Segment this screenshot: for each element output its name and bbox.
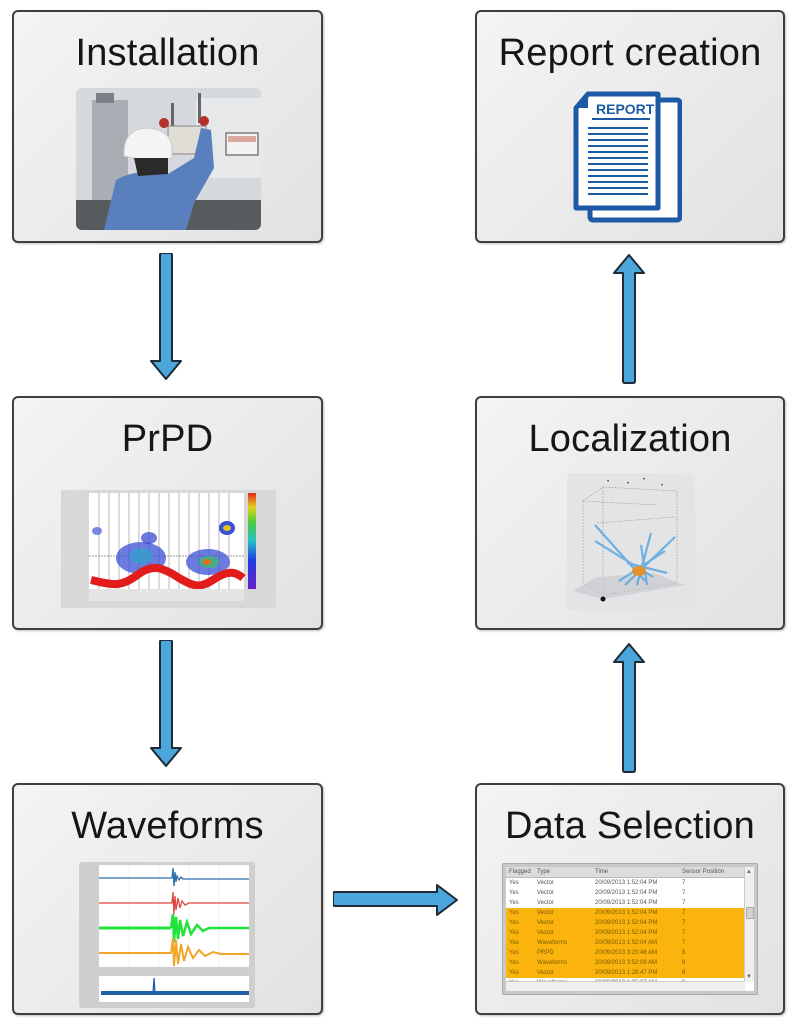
- step-report-creation: Report creation REPORT: [475, 10, 785, 243]
- table-row[interactable]: Yes Vector 20/09/2013 1:52:04 PM 7: [506, 878, 754, 888]
- table-header: Flagged Type Time Sensor Position: [506, 867, 754, 878]
- table-cell-type: Vector: [537, 920, 555, 926]
- table-cell-sensor: 7: [682, 910, 686, 916]
- table-cell-time: 20/09/2013 3:20:48 AM: [595, 950, 658, 956]
- step-localization: Localization • • • •: [475, 396, 785, 630]
- svg-text:•: •: [643, 477, 645, 483]
- horizontal-scrollbar[interactable]: [506, 981, 745, 991]
- table-cell-flagged: Yes: [509, 930, 519, 936]
- step-title: Waveforms: [71, 805, 264, 847]
- arrow-up-localization-to-report: [613, 254, 645, 384]
- arrow-right-waveforms-to-data-selection: [333, 884, 458, 916]
- table-cell-sensor: 7: [682, 920, 686, 926]
- step-prpd: PrPD: [12, 396, 323, 630]
- column-header: Flagged: [509, 869, 531, 875]
- step-title: Localization: [528, 418, 732, 460]
- scrollbar-thumb[interactable]: [746, 907, 754, 919]
- table-row[interactable]: Yes Vector 20/09/2013 1:52:04 PM 7: [506, 888, 754, 898]
- step-title: Report creation: [498, 32, 762, 74]
- arrow-down-prpd-to-waveforms: [150, 640, 182, 767]
- table-cell-flagged: Yes: [509, 920, 519, 926]
- table-row[interactable]: Yes PRPD 20/09/2013 3:20:48 AM 8: [506, 948, 754, 958]
- step-title: Data Selection: [505, 805, 755, 847]
- table-cell-time: 20/09/2013 1:52:04 PM: [595, 930, 658, 936]
- prpd-plot-thumbnail: [61, 490, 276, 608]
- table-cell-time: 20/09/2013 1:52:04 PM: [595, 900, 658, 906]
- arrow-up-data-selection-to-localization: [613, 643, 645, 773]
- table-cell-sensor: 8: [682, 970, 686, 976]
- table-cell-flagged: Yes: [509, 940, 519, 946]
- arrow-down-installation-to-prpd: [150, 253, 182, 380]
- table-row[interactable]: Yes Vector 20/09/2013 1:28:47 PM 8: [506, 968, 754, 978]
- step-waveforms: Waveforms: [12, 783, 323, 1015]
- table-cell-type: Vector: [537, 970, 555, 976]
- step-title: Installation: [75, 32, 260, 74]
- table-cell-time: 20/09/2013 1:28:47 PM: [595, 970, 658, 976]
- table-row[interactable]: Yes Waveforms 20/09/2013 3:52:08 AM 8: [506, 958, 754, 968]
- scroll-up-icon[interactable]: ▲: [746, 869, 752, 875]
- table-cell-sensor: 7: [682, 890, 686, 896]
- table-row[interactable]: Yes Waveforms 20/09/2013 1:52:04 AM 7: [506, 938, 754, 948]
- table-cell-sensor: 7: [682, 930, 686, 936]
- column-header: Time: [595, 869, 609, 875]
- table-cell-flagged: Yes: [509, 900, 519, 906]
- table-cell-time: 20/09/2013 1:52:04 PM: [595, 910, 658, 916]
- table-cell-sensor: 7: [682, 880, 686, 886]
- table-cell-time: 20/09/2013 3:52:08 AM: [595, 960, 658, 966]
- table-row[interactable]: Yes Vector 20/09/2013 1:52:04 PM 7: [506, 908, 754, 918]
- vertical-scrollbar[interactable]: ▲ ▼: [744, 867, 754, 982]
- table-cell-type: Vector: [537, 910, 555, 916]
- table-cell-flagged: Yes: [509, 880, 519, 886]
- table-cell-sensor: 7: [682, 900, 686, 906]
- step-data-selection: Data Selection Flagged Type Time Sensor …: [475, 783, 785, 1015]
- table-cell-type: Vector: [537, 930, 555, 936]
- svg-text:•: •: [627, 481, 629, 487]
- table-row[interactable]: Yes Vector 20/09/2013 1:52:04 PM 7: [506, 928, 754, 938]
- table-cell-flagged: Yes: [509, 970, 519, 976]
- table-cell-type: Waveforms: [537, 940, 568, 946]
- report-label: REPORT: [596, 101, 655, 117]
- installation-photo: [76, 88, 261, 230]
- table-cell-time: 20/09/2013 1:52:04 AM: [595, 940, 658, 946]
- table-row[interactable]: Yes Vector 20/09/2013 1:52:04 PM 7: [506, 918, 754, 928]
- table-cell-time: 20/09/2013 1:52:04 PM: [595, 890, 658, 896]
- table-cell-type: Vector: [537, 900, 555, 906]
- table-cell-sensor: 7: [682, 940, 686, 946]
- table-cell-type: Vector: [537, 890, 555, 896]
- table-cell-time: 20/09/2013 1:52:04 PM: [595, 920, 658, 926]
- table-cell-type: Vector: [537, 880, 555, 886]
- table-cell-time: 20/09/2013 1:52:04 PM: [595, 880, 658, 886]
- table-cell-type: PRPD: [537, 950, 554, 956]
- column-header: Type: [537, 869, 551, 875]
- step-title: PrPD: [121, 418, 214, 460]
- table-cell-type: Waveforms: [537, 960, 568, 966]
- table-cell-flagged: Yes: [509, 950, 519, 956]
- table-cell-flagged: Yes: [509, 890, 519, 896]
- table-cell-flagged: Yes: [509, 910, 519, 916]
- svg-text:•: •: [661, 483, 663, 489]
- waveforms-plot-thumbnail: [79, 862, 255, 1008]
- localization-3d-plot-thumbnail: • • • •: [567, 473, 695, 611]
- table-cell-sensor: 8: [682, 960, 686, 966]
- svg-text:•: •: [607, 479, 609, 485]
- column-header: Sensor Position: [682, 869, 725, 875]
- step-installation: Installation: [12, 10, 323, 243]
- table-row[interactable]: Yes Vector 20/09/2013 1:52:04 PM 7: [506, 898, 754, 908]
- report-document-icon: REPORT: [572, 88, 683, 223]
- table-cell-sensor: 8: [682, 950, 686, 956]
- table-cell-flagged: Yes: [509, 960, 519, 966]
- scroll-down-icon[interactable]: ▼: [746, 974, 752, 980]
